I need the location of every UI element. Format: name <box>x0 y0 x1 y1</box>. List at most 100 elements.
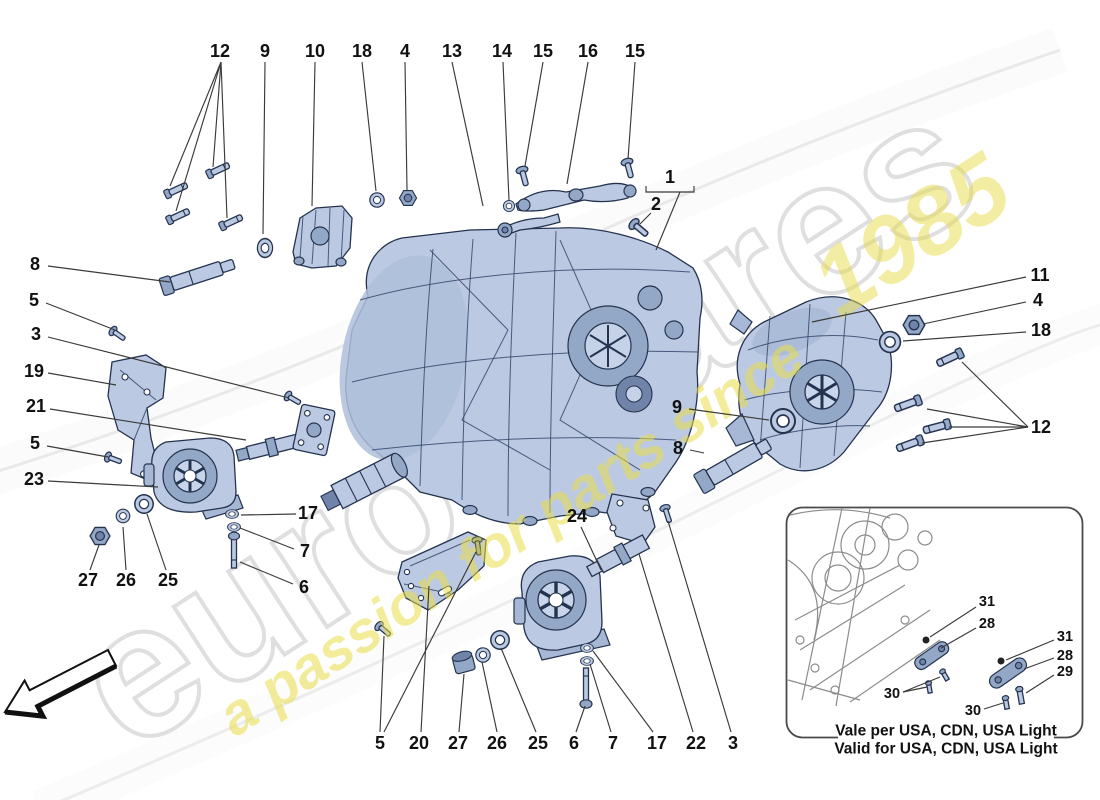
leader-line-11 <box>811 276 1027 323</box>
leader-line-6 <box>239 561 294 585</box>
part-mount-24 <box>513 555 611 661</box>
leader-line-29 <box>1025 674 1055 694</box>
part-mount-23 <box>143 437 244 520</box>
callout-8-12: 8 <box>30 254 40 274</box>
part-lever-13 <box>497 213 561 238</box>
callout-12-39: 12 <box>1031 417 1051 437</box>
leader-line-1 <box>655 191 681 251</box>
part-shaft-21 <box>235 403 336 462</box>
leader-line-9 <box>688 408 770 421</box>
leader-lines <box>45 61 1055 733</box>
callout-5-13: 5 <box>29 290 39 310</box>
callout-6-30: 6 <box>569 733 579 753</box>
leader-line-23 <box>47 480 159 488</box>
callout-4-4: 4 <box>400 41 410 61</box>
callout-3-14: 3 <box>31 324 41 344</box>
leader-line-19 <box>47 372 117 386</box>
leader-line-15 <box>627 61 636 160</box>
callout-7-23: 7 <box>300 541 310 561</box>
callout-19-15: 19 <box>24 361 44 381</box>
part-nut-4-right <box>902 314 926 336</box>
leader-line-12 <box>175 61 222 212</box>
part-washer-7-left <box>227 522 241 532</box>
leader-line-12 <box>921 426 1029 444</box>
part-mount-bracket-10 <box>292 205 353 269</box>
callout-17-32: 17 <box>647 733 667 753</box>
part-bracket-20 <box>397 531 487 611</box>
leader-line-20 <box>420 585 430 733</box>
callout-14-6: 14 <box>492 41 512 61</box>
callout-2-11: 2 <box>651 194 661 214</box>
callout-16-8: 16 <box>578 41 598 61</box>
callout-18-3: 18 <box>352 41 372 61</box>
leader-line-12 <box>220 61 228 219</box>
leader-line-24 <box>580 526 602 571</box>
part-bolt-6-left <box>227 531 241 569</box>
leader-line-14 <box>502 61 510 201</box>
callout-15-7: 15 <box>533 41 553 61</box>
leader-line-6 <box>575 705 586 733</box>
leader-line-30 <box>902 686 928 693</box>
part-bolts-12-left <box>162 160 245 232</box>
callout-11-36: 11 <box>1030 265 1049 285</box>
leader-line-26 <box>122 526 127 571</box>
leader-line-31 <box>1005 639 1055 661</box>
part-washer-18-top <box>369 192 385 208</box>
leader-line-12 <box>169 61 222 187</box>
part-washer-14 <box>502 199 516 213</box>
part-screw-15-b <box>620 157 634 179</box>
callout-31-45: 31 <box>1057 629 1073 645</box>
callout-27-19: 27 <box>78 570 98 590</box>
part-mount-22 <box>585 493 656 578</box>
callout-21-16: 21 <box>26 396 46 416</box>
leader-line-22 <box>638 553 694 733</box>
part-bolt-6-b <box>579 667 593 709</box>
callout-28-46: 28 <box>1057 648 1073 664</box>
part-washer-26-b <box>473 645 493 665</box>
callout-1-10: 1 <box>665 167 675 187</box>
callout-18-38: 18 <box>1031 320 1051 340</box>
leader-line-7 <box>239 527 295 550</box>
leader-line-31 <box>929 606 977 638</box>
leader-line-8 <box>47 265 171 283</box>
inset-caption-line1: Vale per USA, CDN, USA Light <box>835 723 1057 740</box>
leader-line-16 <box>566 61 589 185</box>
callout-30-48: 30 <box>965 703 981 719</box>
callout-bracket-1 <box>645 186 695 193</box>
leader-line-30 <box>902 676 941 693</box>
callout-23-18: 23 <box>24 469 44 489</box>
part-washer-7-b <box>580 656 594 666</box>
part-bushing-27-b <box>451 650 476 675</box>
callout-6-24: 6 <box>299 577 309 597</box>
leader-line-18 <box>902 331 1027 342</box>
callout-9-40: 9 <box>672 397 682 417</box>
inset-housing-lineart <box>787 508 941 707</box>
part-nut-27-left <box>89 526 111 546</box>
leader-line-4 <box>404 61 408 191</box>
leader-line-3 <box>47 336 290 399</box>
inset-bracket-28-left <box>914 636 951 694</box>
part-retaining-pin-8-right <box>693 438 772 494</box>
leader-line-5 <box>46 445 109 458</box>
callout-25-29: 25 <box>528 733 548 753</box>
leader-line-26 <box>481 661 498 733</box>
callout-5-25: 5 <box>375 733 385 753</box>
leader-line-28 <box>940 627 977 649</box>
callout-9-1: 9 <box>260 41 270 61</box>
callout-13-5: 13 <box>442 41 462 61</box>
callout-8-41: 8 <box>673 438 683 458</box>
part-washer-25-b <box>487 627 513 653</box>
leader-line-15 <box>524 61 544 167</box>
inset-bracket-28-right <box>988 657 1028 711</box>
part-lever-16 <box>515 182 637 212</box>
leader-line-27 <box>89 544 100 571</box>
callout-7-31: 7 <box>608 733 618 753</box>
callout-31-42: 31 <box>979 594 995 610</box>
part-washer-9-left <box>255 236 275 260</box>
leader-line-17 <box>592 650 654 733</box>
leader-line-10 <box>311 61 316 207</box>
leader-line-18 <box>361 61 377 192</box>
leader-line-12 <box>926 408 1029 428</box>
leader-line-4 <box>922 301 1027 325</box>
